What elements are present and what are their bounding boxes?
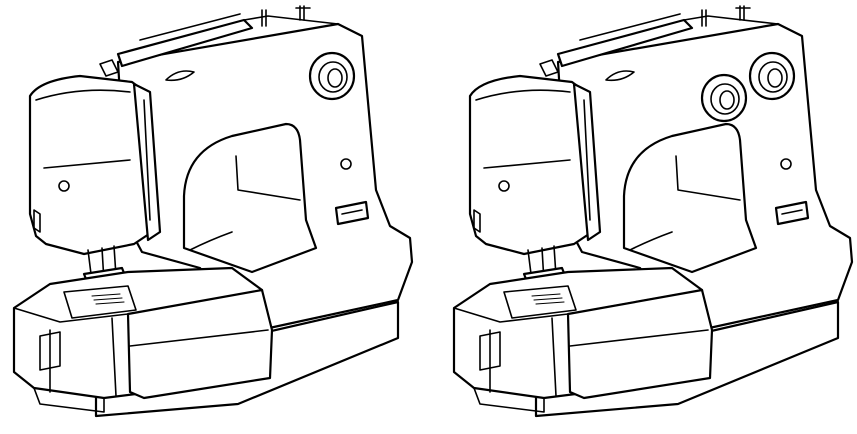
bed-panel-lines [49, 317, 117, 397]
bed-panel-lines [489, 317, 557, 397]
lever-slot [341, 209, 363, 215]
sewing-machine-double-spool [440, 0, 857, 434]
bobbin-winder-post [295, 5, 311, 21]
sewing-machine-drawing [12, 5, 414, 418]
arm-throat [182, 122, 318, 274]
thread-guide-post [261, 9, 267, 27]
bobbin-winder-post [735, 5, 751, 21]
tension-dial [340, 158, 352, 170]
feed-dogs [91, 293, 125, 305]
face-plate-screw [498, 180, 510, 192]
carry-handle-ridge [116, 18, 254, 68]
throat-inner-edge [235, 155, 301, 201]
spool-2-ring [758, 61, 788, 93]
accessory-tray [126, 288, 274, 400]
presser-lever [473, 209, 481, 233]
take-up-slot [583, 99, 591, 221]
handle-top-edge [139, 13, 241, 41]
head-top-edge [475, 89, 571, 101]
carry-handle-ridge [556, 18, 694, 68]
arm-throat [622, 122, 758, 274]
thread-guide-post [701, 9, 707, 27]
spool-1-ring [318, 61, 348, 93]
tray-seam [129, 329, 269, 347]
head-top-edge [35, 89, 131, 101]
lever-slot [781, 209, 803, 215]
spool-1-hub [327, 68, 343, 88]
take-up-slot [143, 99, 151, 221]
throat-lower-curve [189, 231, 233, 251]
needle-plate [503, 285, 577, 319]
accessory-tray [566, 288, 714, 400]
thread-slot [605, 70, 635, 82]
thread-guide-top [99, 59, 119, 77]
head-crease [43, 159, 131, 169]
spool-1-hub [719, 90, 735, 110]
presser-lever [33, 209, 41, 233]
stitch-length-lever [774, 200, 810, 226]
throat-lower-curve [629, 231, 673, 251]
thread-slot [165, 70, 195, 82]
face-plate-screw [58, 180, 70, 192]
handle-top-edge [579, 13, 681, 41]
head-face-plate [28, 74, 154, 256]
tension-dial [780, 158, 792, 170]
feed-dogs [531, 293, 565, 305]
bed-underside [33, 387, 105, 413]
throat-inner-edge [675, 155, 741, 201]
thread-guide-top [539, 59, 559, 77]
sewing-machine-drawing [452, 5, 854, 418]
head-crease [483, 159, 571, 169]
spool-1-ring [710, 83, 740, 115]
sewing-machine-single-spool [0, 0, 420, 434]
top-rear-edge [683, 15, 779, 25]
top-rear-edge [243, 15, 339, 25]
stitch-length-lever [334, 200, 370, 226]
bed-latch [479, 331, 501, 371]
spool-2-hub [767, 68, 783, 88]
tray-seam [569, 329, 709, 347]
bed-underside [473, 387, 545, 413]
bed-latch [39, 331, 61, 371]
head-face-plate [468, 74, 594, 256]
needle-plate [63, 285, 137, 319]
